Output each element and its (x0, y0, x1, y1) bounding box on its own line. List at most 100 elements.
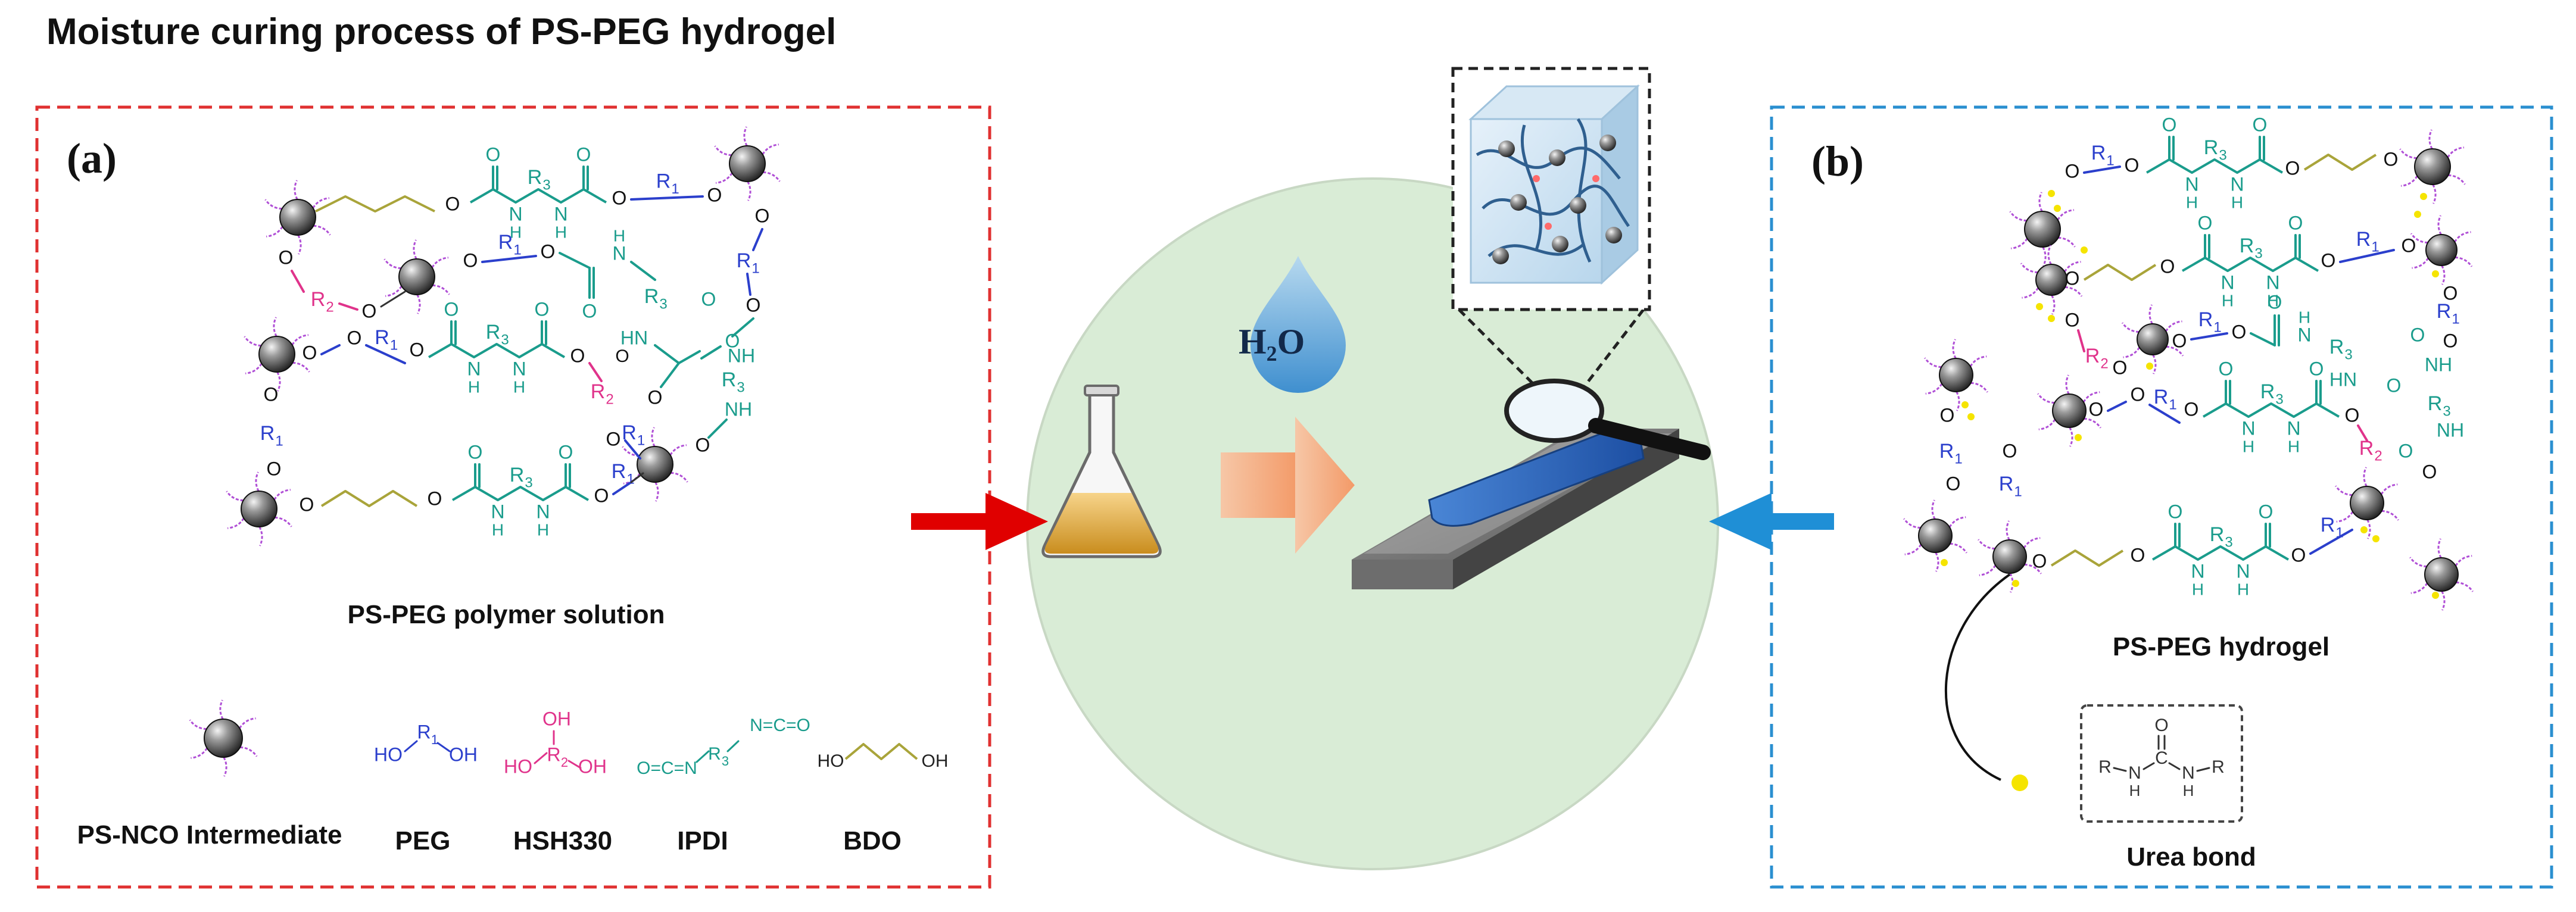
legend-label-hsh330: HSH330 (513, 826, 613, 855)
oxygen-atom: O (2345, 404, 2360, 426)
particle-arm (651, 427, 656, 447)
particle-arm (2063, 261, 2081, 273)
oxygen-atom: O (707, 184, 722, 205)
oxygen-atom: O (300, 494, 314, 515)
particle-arm (245, 363, 263, 374)
bond-line (2196, 767, 2210, 772)
figure-title: Moisture curing process of PS-PEG hydrog… (46, 11, 837, 52)
hydrogen-atom: H (492, 520, 504, 539)
particle-sphere (398, 258, 435, 295)
urea-bond-marker (2012, 580, 2019, 587)
urea-oxygen: O (2154, 716, 2168, 735)
bond-line (2107, 401, 2127, 412)
particle-sphere (637, 446, 673, 483)
nitrogen-atom: N (512, 358, 526, 379)
bond-line (630, 472, 644, 483)
particle-arm (2453, 231, 2471, 243)
bond-line (2168, 762, 2181, 770)
hydrogen-atom: H (2299, 308, 2310, 326)
r-group-label: R (2260, 380, 2275, 403)
hsh330-r-group: R (547, 744, 560, 765)
particle-arm (2038, 418, 2056, 430)
carbonyl-oxygen: O (559, 441, 573, 463)
particle-arm (2082, 391, 2100, 403)
particle-sphere (2024, 211, 2061, 248)
particle-arm (654, 482, 659, 502)
bond-line (752, 228, 763, 251)
r-group-label: R (2198, 308, 2213, 331)
ps-nco-particle (1978, 520, 2042, 593)
nitrogen-atom: N (2297, 324, 2311, 345)
carbonyl-oxygen: O (444, 298, 459, 320)
oxygen-atom: O (2422, 461, 2437, 482)
oxygen-atom: O (594, 485, 609, 506)
bond-line (654, 344, 680, 364)
oxygen-atom: O (2184, 398, 2199, 420)
particle-arm (2456, 581, 2474, 592)
particle-arm (2409, 557, 2427, 568)
bond-line (2250, 332, 2276, 346)
particle-arm (219, 699, 224, 720)
particle-arm (2336, 511, 2354, 523)
legend-label-bdo: BDO (843, 826, 902, 855)
particle-arm (715, 172, 733, 184)
particle-arm (1931, 499, 1936, 520)
r-group-label: R (2154, 386, 2169, 408)
particle-arm (2084, 417, 2101, 429)
ipdi-r-group: R (708, 744, 721, 764)
ps-nco-particle (264, 180, 331, 255)
r-subscript: 3 (2344, 346, 2352, 363)
bond-line (660, 362, 680, 388)
bond-chain (315, 195, 435, 213)
particle-arm (292, 361, 310, 373)
legend-label-peg: PEG (395, 826, 451, 855)
ps-nco-particle (189, 699, 258, 777)
oxygen-atom: O (264, 383, 279, 405)
particle-arm (1970, 382, 1988, 393)
particle-sphere (2052, 393, 2087, 428)
r-group-label: R (2428, 392, 2443, 415)
r-subscript: 3 (501, 332, 509, 348)
particle-arm (2051, 295, 2056, 315)
particle-arm (2400, 175, 2418, 187)
r-group-label: R (2085, 345, 2100, 367)
oxygen-atom: O (428, 488, 442, 509)
particle-sphere (1918, 519, 1953, 553)
r-group-label: R (591, 380, 606, 403)
bond-line (2113, 767, 2127, 772)
hydrogen-atom: H (537, 520, 549, 539)
r-subscript: 1 (2371, 239, 2379, 255)
ps-nco-particle (244, 317, 310, 392)
bond-line (2190, 332, 2228, 341)
r-subscript: 3 (2254, 245, 2262, 261)
urea-bond-marker (2146, 363, 2153, 370)
hydrogen-atom: H (468, 377, 480, 396)
r-group-label: R (2329, 336, 2344, 358)
bond-line (2077, 329, 2085, 352)
particle-arm (1903, 518, 1921, 529)
particle-arm (2148, 304, 2153, 324)
carbonyl-oxygen: O (2168, 501, 2183, 522)
panel-a-label: (a) (67, 135, 117, 182)
r-subscript: 1 (751, 260, 759, 276)
particle-arm (1948, 516, 1966, 528)
bdo-hydroxyl: HO (818, 751, 844, 771)
urea-r-group: R (2212, 757, 2225, 777)
oxygen-atom: O (2003, 440, 2017, 461)
oxygen-atom: O (362, 300, 377, 321)
ps-nco-particle (714, 126, 781, 201)
particle-arm (2058, 236, 2076, 248)
oxygen-atom: O (2065, 267, 2080, 289)
carbonyl-oxygen: O (2253, 114, 2268, 135)
particle-arm (266, 226, 283, 238)
bond-line (404, 740, 418, 752)
r-subscript: 3 (2443, 403, 2450, 419)
oxygen-atom: O (2232, 321, 2247, 342)
particle-sphere (2137, 323, 2169, 355)
oxygen-atom: O (2172, 330, 2187, 351)
bond-line (559, 252, 591, 269)
hsh330-hydroxyl: HO (504, 755, 532, 777)
ipdi-isocyanate: N=C=O (750, 716, 810, 735)
bond-line (612, 481, 632, 495)
